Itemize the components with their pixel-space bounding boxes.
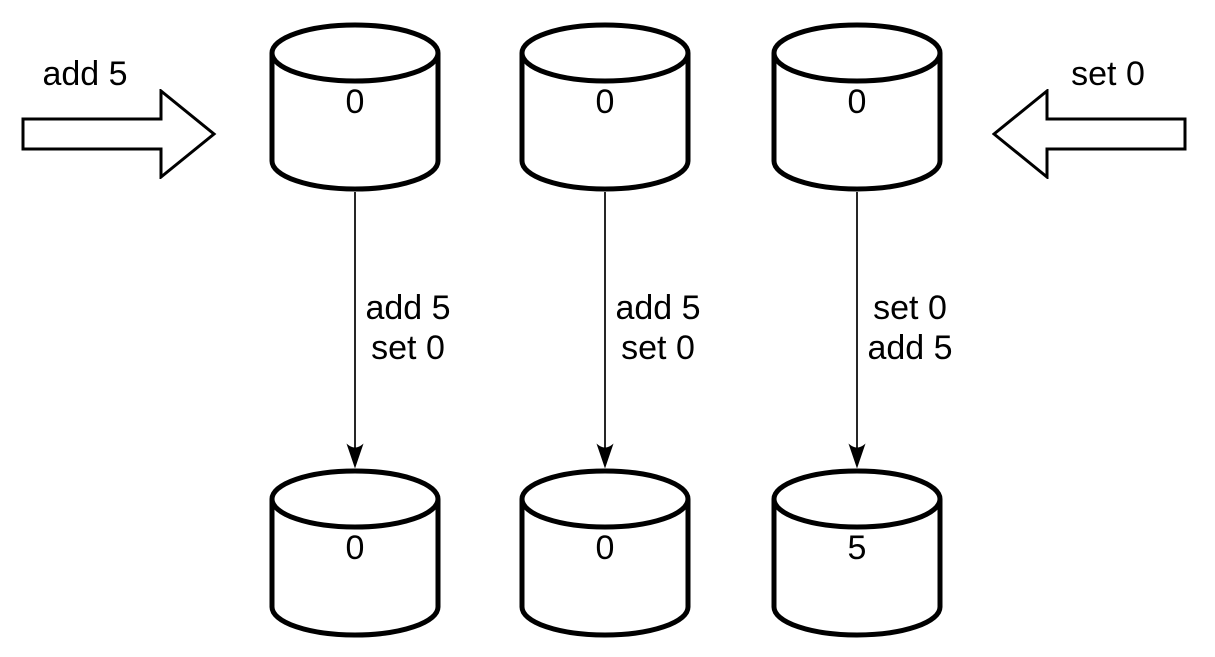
down-arrow-connector-2 (596, 192, 614, 468)
bottom-db-cylinder-2: 0 (519, 468, 691, 638)
bottom-db-cylinder-1: 0 (269, 468, 441, 638)
down-arrow-connector-1 (346, 192, 364, 468)
edge-op-line-1: add 5 (615, 289, 701, 327)
left-pointing-block-arrow-icon (992, 89, 1187, 179)
edge-operations-label-1: add 5 set 0 (358, 288, 458, 368)
database-cylinder-icon (771, 22, 943, 192)
edge-op-line-2: set 0 (621, 329, 695, 367)
down-arrow-connector-3 (848, 192, 866, 468)
top-db-cylinder-3: 0 (771, 22, 943, 192)
db-value: 0 (595, 529, 615, 567)
edge-operations-label-2: add 5 set 0 (608, 288, 708, 368)
db-value: 0 (345, 529, 365, 567)
edge-operations-label-3: set 0 add 5 (860, 288, 960, 368)
edge-op-line-1: add 5 (365, 289, 451, 327)
db-value: 0 (595, 83, 615, 121)
right-pointing-block-arrow-icon (21, 89, 217, 179)
edge-op-line-2: add 5 (867, 329, 953, 367)
left-operation-label: add 5 (42, 55, 128, 93)
db-value: 0 (345, 83, 365, 121)
top-db-cylinder-2: 0 (519, 22, 691, 192)
database-cylinder-icon (269, 22, 441, 192)
bottom-db-cylinder-3: 5 (771, 468, 943, 638)
database-cylinder-icon (519, 22, 691, 192)
edge-op-line-2: set 0 (371, 329, 445, 367)
database-cylinder-icon (519, 468, 691, 638)
database-cylinder-icon (269, 468, 441, 638)
db-value: 0 (847, 83, 867, 121)
db-value: 5 (847, 529, 867, 567)
database-cylinder-icon (771, 468, 943, 638)
right-operation-label: set 0 (1071, 55, 1145, 93)
edge-op-line-1: set 0 (873, 289, 947, 327)
top-db-cylinder-1: 0 (269, 22, 441, 192)
